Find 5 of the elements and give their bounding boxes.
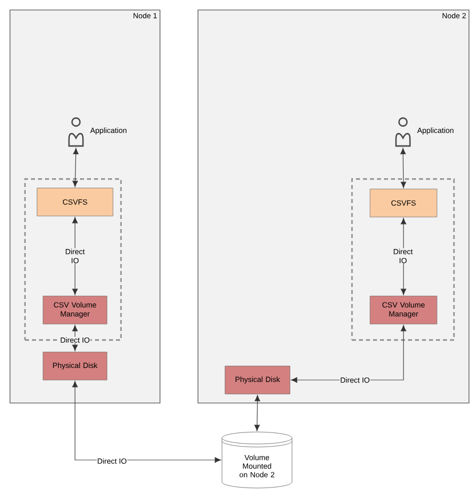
arrow xyxy=(254,395,260,431)
dashed-group-box xyxy=(351,178,455,341)
arrow xyxy=(72,148,79,188)
dashed-group-box xyxy=(24,178,122,341)
arrow xyxy=(400,148,406,188)
